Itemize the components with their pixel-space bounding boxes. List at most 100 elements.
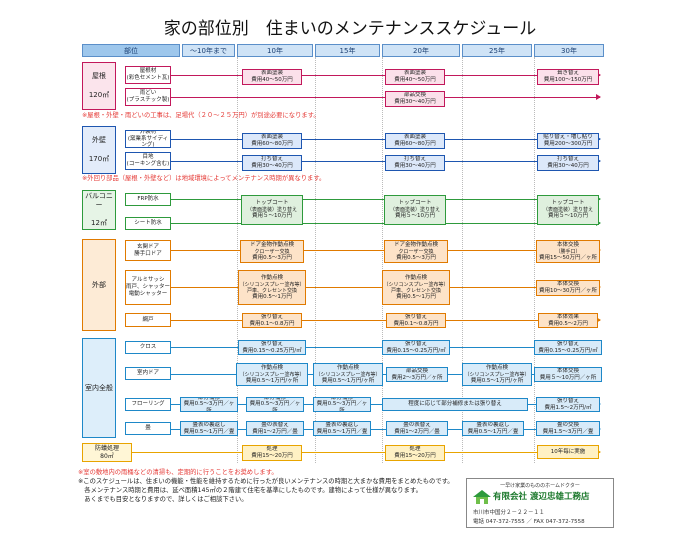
interior-item-0: クロス: [125, 341, 171, 354]
roof-area: 120㎡: [88, 91, 110, 99]
interior-task-5: 部品交換費用2～3万円／ヶ所: [386, 367, 448, 382]
interior-task-15: 畳表の裏返し費用0.5～1万円／畳: [313, 421, 371, 436]
wall-task-0-cost: 費用60～80万円: [251, 141, 293, 147]
interior-task-10-cost: 費用0.5～3万円／ヶ所: [316, 401, 368, 412]
exterior-task-0: ドア金物作動点検クローザー交換費用0.5～3万円: [240, 240, 304, 263]
interior-task-17: 畳表の裏返し費用0.5～1万円／畳: [462, 421, 524, 436]
interior-task-11: 程度に応じて部分補修または張り替え: [382, 398, 528, 411]
exterior-task-2-cost: 費用15～50万円／ヶ所: [539, 254, 597, 261]
roof-task-3-title: 部品交換: [403, 92, 426, 99]
roof-note: ※屋根・外壁・雨どいの工事は、足場代（２０～２５万円）が別途必要になります。: [82, 112, 320, 119]
wall-task-5-cost: 費用30～40万円: [547, 163, 589, 169]
balcony-task-2-cost: 費用５～10万円: [548, 213, 588, 219]
interior-task-17-title: 畳表の裏返し: [476, 421, 510, 428]
interior-task-4-cost: 費用0.5～1万円/ヶ所: [321, 377, 375, 384]
exterior-task-6: 張り替え費用0.1～0.8万円: [242, 313, 302, 328]
roof-task-2: 葺き替え費用100～150万円: [537, 69, 599, 85]
interior-task-14: 畳の表替え費用1～2万円／畳: [246, 421, 304, 436]
balcony-name: バルコニー: [85, 191, 113, 209]
balcony-task-1-title: トップコート: [398, 200, 432, 207]
termite-task-2: 10年毎に実施: [537, 445, 599, 459]
exterior-section-label: 外部: [82, 239, 116, 331]
wall-task-4-cost: 費用30～40万円: [394, 163, 436, 169]
exterior-task-1: ドア金物作動点検クローザー交換費用0.5～3万円: [384, 240, 448, 263]
exterior-name: 外部: [92, 280, 106, 289]
company-card: 一早け家業のもののホームドクター 有限会社 渡辺忠雄工務店 市川市中国分２－２２…: [466, 478, 614, 528]
interior-item-2: フローリング: [125, 398, 171, 411]
interior-task-4-sub: （シリコンスプレー塗布等）: [315, 371, 381, 378]
interior-task-2-cost: 費用0.15～0.25万円/㎡: [538, 347, 598, 354]
interior-task-3-title: 作動点検: [260, 364, 283, 371]
balcony-task-2-sub: （表面塗装）塗り替え: [542, 207, 593, 213]
exterior-item-1: アルミサッシ 雨戸、シャッター 電動シャッター: [125, 270, 171, 305]
exterior-task-3-sub: （シリコンスプレー塗布等） 戸車、クレセント交換: [239, 281, 305, 294]
interior-task-1-title: 張り替え: [404, 340, 427, 347]
roof-name: 屋根: [92, 72, 106, 81]
balcony-task-2: トップコート（表面塗装）塗り替え費用５～10万円: [537, 195, 599, 225]
footnote-4: あくまでも目安となりますので、詳しくはご相談下さい。: [78, 496, 248, 503]
interior-task-16: 畳の表替え費用1～2万円／畳: [386, 421, 448, 436]
wall-task-1-cost: 費用60～80万円: [394, 141, 436, 147]
exterior-task-5-title: 本体交換: [556, 281, 579, 288]
interior-task-13-title: 畳表の裏返し: [192, 421, 226, 428]
wall-note: ※外回り部品（屋根・外壁など）は地域環境によってメンテナンス時期が異なります。: [82, 175, 326, 182]
roof-task-3: 部品交換費用30～40万円: [385, 91, 445, 107]
header-cell-6: 30年: [534, 44, 604, 57]
wall-area: 170㎡: [88, 155, 110, 163]
interior-task-9-cost: 費用0.5～3万円／ヶ所: [249, 401, 301, 412]
exterior-task-0-title: ドア金物作動点検: [249, 241, 294, 248]
exterior-task-5: 本体交換費用10～30万円／ヶ所: [536, 280, 600, 296]
header-cell-0: 部位: [82, 44, 180, 57]
wall-task-4: 打ち替え費用30～40万円: [385, 155, 445, 171]
termite-section-label: 防蟻処理 80㎡: [82, 443, 132, 462]
interior-task-9: 部分補修費用0.5～3万円／ヶ所: [246, 397, 304, 412]
interior-task-5-cost: 費用2～3万円／ヶ所: [391, 374, 443, 381]
interior-task-4-title: 作動点検: [336, 364, 359, 371]
wall-task-2-cost: 費用200～300万円: [543, 141, 593, 147]
roof-task-0-title: 表面塗装: [260, 70, 283, 77]
termite-row-arrow: [132, 449, 601, 455]
exterior-item-0: 玄関ドア 勝手口ドア: [125, 240, 171, 261]
footnote-3: 各メンテナンス時期と費用は、延べ面積145㎡の２階建て住宅を基準にしたものです。…: [78, 487, 422, 494]
footnote-2: ※このスケジュールは、住まいの機能・性能を維持するために行ったが良いメンテナンス…: [78, 478, 454, 485]
interior-task-0-cost: 費用0.15～0.25万円/㎡: [242, 347, 302, 354]
interior-task-4: 作動点検（シリコンスプレー塗布等）費用0.5～1万円/ヶ所: [313, 363, 383, 386]
wall-task-3-cost: 費用30～40万円: [251, 163, 293, 169]
interior-task-18-title: 畳の交換: [556, 421, 579, 428]
gridline-1: [315, 57, 316, 463]
footnote-1: ※室の敷地内の雨桶などの清掃も、定期的に行うことをお奨めします。: [78, 469, 278, 476]
termite-task-0: 処理費用15～20万円: [242, 445, 302, 461]
roof-task-2-title: 葺き替え: [556, 70, 579, 77]
wall-task-2-title: 貼り替え・増し貼り: [543, 134, 593, 141]
interior-task-1-cost: 費用0.15～0.25万円/㎡: [386, 347, 446, 354]
exterior-task-2-title: 本体交換: [556, 241, 579, 248]
interior-task-2-title: 張り替え: [556, 340, 579, 347]
balcony-task-0-title: トップコート: [255, 200, 289, 207]
interior-task-14-title: 畳の表替え: [261, 421, 289, 428]
interior-task-3: 作動点検（シリコンスプレー塗布等）費用0.5～1万円/ヶ所: [236, 363, 308, 386]
roof-task-3-cost: 費用30～40万円: [394, 99, 436, 105]
interior-task-3-cost: 費用0.5～1万円/ヶ所: [245, 377, 299, 384]
exterior-task-3-cost: 費用0.5～1万円: [252, 293, 292, 300]
exterior-task-1-cost: 費用0.5～3万円: [396, 254, 436, 261]
interior-task-15-title: 畳表の裏返し: [325, 421, 359, 428]
balcony-task-1-cost: 費用５～10万円: [395, 213, 435, 219]
wall-task-3: 打ち替え費用30～40万円: [242, 155, 302, 171]
company-tagline: 一早け家業のもののホームドクター: [500, 483, 580, 489]
termite-task-1-cost: 費用15～20万円: [394, 453, 436, 459]
termite-task-0-cost: 費用15～20万円: [251, 453, 293, 459]
company-phone: 電話 047-372-7555 ／ FAX 047-372-7558: [473, 519, 585, 525]
interior-task-6: 作動点検（シリコンスプレー塗布等）費用0.5～1万円/ヶ所: [462, 363, 532, 386]
interior-task-1: 張り替え費用0.15～0.25万円/㎡: [382, 340, 450, 355]
interior-task-18-cost: 費用1.5～3万円／畳: [542, 428, 594, 435]
wall-task-5-title: 打ち替え: [556, 156, 579, 163]
gridline-3: [462, 57, 463, 463]
header-cell-5: 25年: [462, 44, 532, 57]
exterior-task-8-cost: 費用0.5～2万円: [548, 320, 588, 327]
company-name: 有限会社 渡辺忠雄工務店: [493, 492, 590, 502]
header-cell-1: ～10年まで: [182, 44, 235, 57]
exterior-task-7-cost: 費用0.1～0.8万円: [393, 320, 439, 327]
